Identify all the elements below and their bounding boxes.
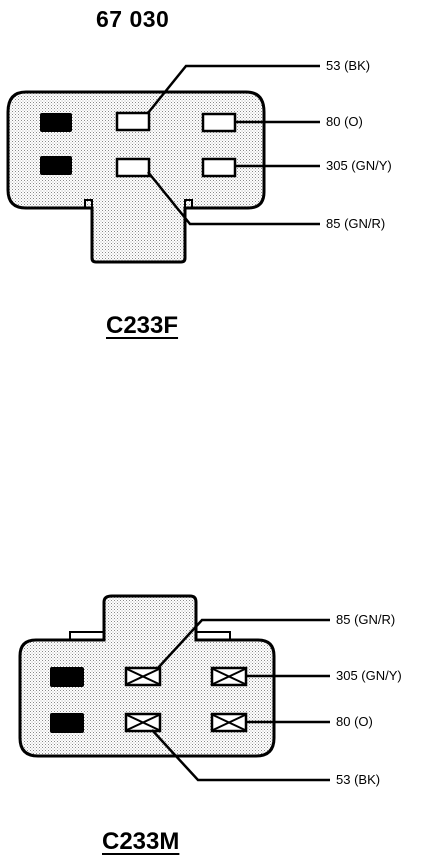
c233m-cavity-solid-lower [50, 713, 84, 733]
c233f-cavity-solid-lower [40, 156, 72, 175]
c233f-terminal-305 [201, 157, 237, 178]
c233f-label-80: 80 (O) [326, 114, 363, 129]
c233f-terminal-80 [201, 112, 237, 133]
c233f-label-305: 305 (GN/Y) [326, 158, 392, 173]
c233f-wire-53 [147, 64, 320, 114]
c233f-connector [6, 64, 320, 264]
c233m-terminal-305 [210, 666, 248, 687]
c233m-wire-53 [151, 729, 330, 782]
c233m-terminal-85 [124, 666, 162, 687]
c233m-terminal-53 [124, 712, 162, 733]
c233f-latch-notch-right [184, 199, 193, 208]
c233f-wire-85 [147, 171, 320, 226]
c233m-latch-bump [69, 631, 231, 640]
c233f-label-85: 85 (GN/R) [326, 216, 386, 231]
c233f-terminal-85 [115, 157, 151, 178]
c233m-wire-85 [157, 618, 330, 669]
c233m-cavity-solid-upper [50, 667, 84, 687]
c233m-title: C233M [102, 828, 180, 855]
c233m-label-85: 85 (GN/R) [336, 612, 396, 627]
part-number: 67 030 [96, 6, 170, 32]
c233m-label-80: 80 (O) [336, 714, 373, 729]
c233m-label-53: 53 (BK) [336, 772, 381, 787]
c233f-label-53: 53 (BK) [326, 58, 371, 73]
c233m-terminal-80 [210, 712, 248, 733]
c233f-cavity-solid-upper [40, 113, 72, 132]
c233m-label-305: 305 (GN/Y) [336, 668, 402, 683]
c233f-terminal-53 [115, 111, 151, 132]
c233f-title: C233F [106, 312, 179, 339]
c233m-connector [18, 594, 330, 782]
c233f-latch-notch [84, 199, 93, 208]
